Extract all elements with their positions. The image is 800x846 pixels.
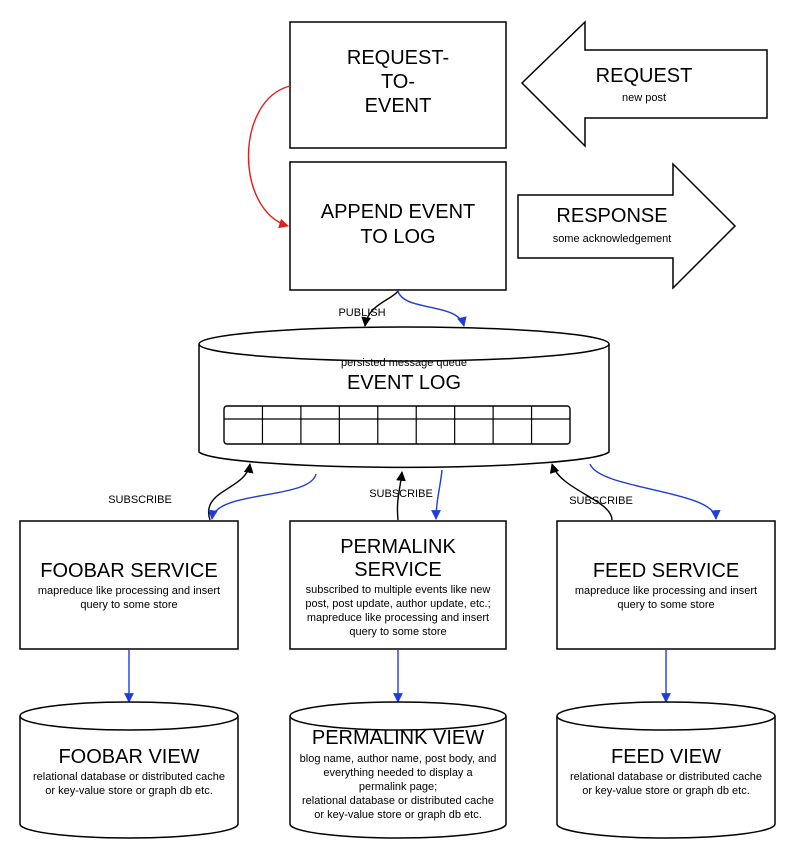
event-log-subtitle: persisted message queue <box>341 357 467 369</box>
feed-service-title: FEED SERVICE <box>593 560 739 582</box>
event-log-cylinder: persisted message queue EVENT LOG <box>198 326 610 469</box>
publish-label: PUBLISH <box>338 307 385 319</box>
foobar-view-title: FOOBAR VIEW <box>58 746 199 768</box>
request-to-event-line-1: REQUEST- <box>347 47 449 69</box>
feed-service-desc-1: mapreduce like processing and insert <box>575 585 757 597</box>
event-log-title: EVENT LOG <box>347 372 461 394</box>
append-to-log-connector <box>397 290 467 327</box>
publish-connector <box>361 290 399 327</box>
feed-subscribe-connector <box>549 463 613 521</box>
permalink-view-desc-2: everything needed to display a <box>323 767 473 779</box>
permalink-subscribe-connector <box>396 471 406 521</box>
permalink-service-title-1: PERMALINK <box>340 536 456 558</box>
request-arrow-title: REQUEST <box>596 65 693 87</box>
log-to-feed-connector <box>589 463 721 520</box>
permalink-view-title: PERMALINK VIEW <box>312 727 484 749</box>
log-to-permalink-connector <box>431 469 443 520</box>
request-to-event-box: REQUEST- TO- EVENT <box>289 21 507 149</box>
response-arrow-title: RESPONSE <box>556 205 667 227</box>
event-log-cells <box>223 405 571 445</box>
foobar-service-desc-2: query to some store <box>80 599 177 611</box>
request-to-append-connector <box>247 85 291 229</box>
foobar-service-desc-1: mapreduce like processing and insert <box>38 585 220 597</box>
foobar-service-box: FOOBAR SERVICE mapreduce like processing… <box>19 520 239 650</box>
request-arrow: REQUEST new post <box>520 20 768 148</box>
feed-view-cylinder: FEED VIEW relational database or distrib… <box>556 701 776 839</box>
permalink-view-cylinder: PERMALINK VIEW blog name, author name, p… <box>289 701 507 839</box>
queue-frame <box>223 405 571 445</box>
feed-service-box: FEED SERVICE mapreduce like processing a… <box>556 520 776 650</box>
request-to-event-line-3: EVENT <box>365 95 432 117</box>
permalink-view-desc-3: permalink page; <box>359 781 437 793</box>
response-arrow-subtitle: some acknowledgement <box>553 233 672 245</box>
append-event-line-2: TO LOG <box>360 226 435 248</box>
permalink-service-desc-4: query to some store <box>349 626 446 638</box>
foobar-view-desc-1: relational database or distributed cache <box>33 771 225 783</box>
permalink-view-desc-5: or key-value store or graph db etc. <box>314 809 482 821</box>
foobar-view-desc-2: or key-value store or graph db etc. <box>45 785 213 797</box>
append-event-box: APPEND EVENT TO LOG <box>289 161 507 291</box>
permalink-service-desc-2: post, post update, author update, etc.; <box>305 598 490 610</box>
permalink-view-desc-4: relational database or distributed cache <box>302 795 494 807</box>
response-arrow: RESPONSE some acknowledgement <box>517 162 737 290</box>
log-to-foobar-connector <box>208 473 317 520</box>
permalink-subscribe-label: SUBSCRIBE <box>369 488 433 500</box>
permalink-service-title-2: SERVICE <box>354 559 441 581</box>
request-to-event-line-2: TO- <box>381 71 415 93</box>
request-arrow-subtitle: new post <box>622 92 666 104</box>
permalink-service-desc-3: mapreduce like processing and insert <box>307 612 489 624</box>
feed-view-desc-1: relational database or distributed cache <box>570 771 762 783</box>
foobar-service-title: FOOBAR SERVICE <box>40 560 217 582</box>
feed-view-desc-2: or key-value store or graph db etc. <box>582 785 750 797</box>
foobar-subscribe-label: SUBSCRIBE <box>108 494 172 506</box>
foobar-view-cylinder: FOOBAR VIEW relational database or distr… <box>19 701 239 839</box>
permalink-view-desc-1: blog name, author name, post body, and <box>300 753 497 765</box>
feed-view-title: FEED VIEW <box>611 746 721 768</box>
permalink-service-desc-1: subscribed to multiple events like new <box>306 584 491 596</box>
feed-service-desc-2: query to some store <box>617 599 714 611</box>
permalink-service-box: PERMALINK SERVICE subscribed to multiple… <box>289 520 507 650</box>
feed-subscribe-label: SUBSCRIBE <box>569 495 633 507</box>
append-event-line-1: APPEND EVENT <box>321 201 475 223</box>
